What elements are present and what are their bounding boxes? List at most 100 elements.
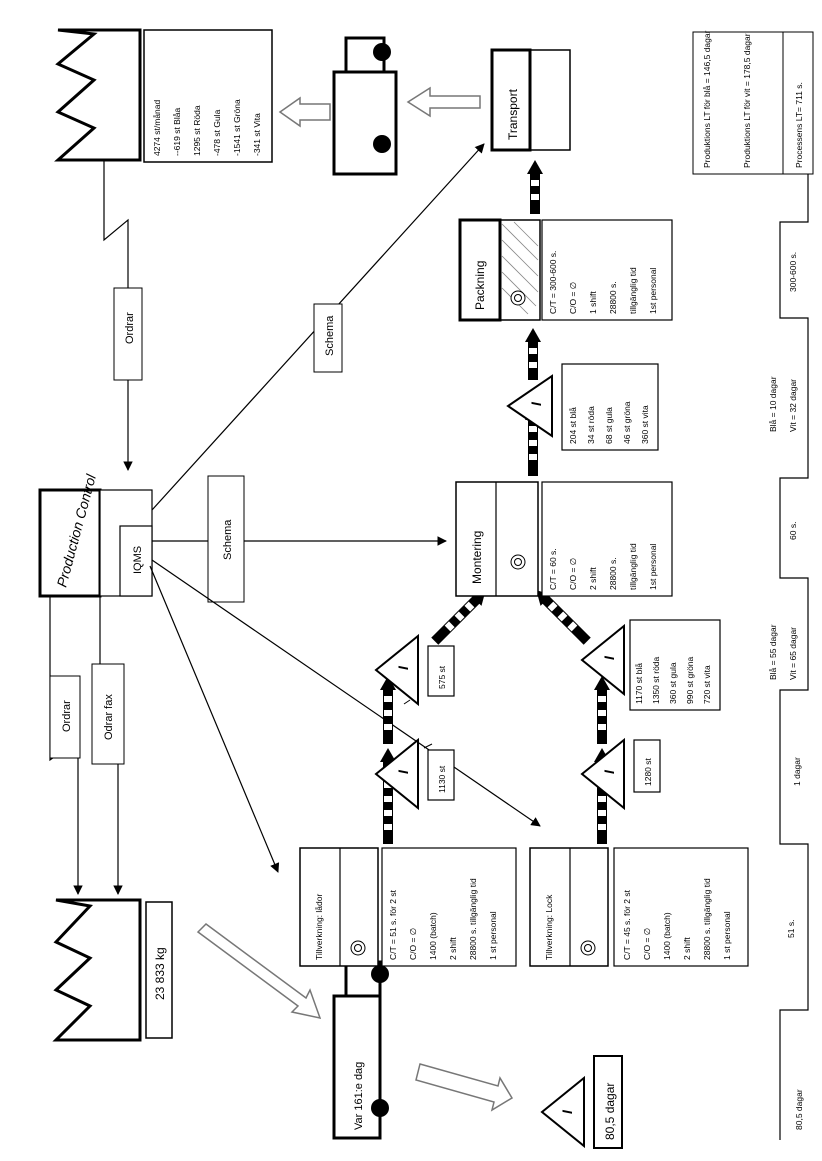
- customer-shipment-arrow: [278, 96, 331, 128]
- svg-text:34 st röda: 34 st röda: [586, 406, 596, 444]
- svg-text:46 st gröna: 46 st gröna: [622, 401, 632, 444]
- push-arrow-packning-transport: [527, 160, 543, 214]
- svg-text:C/O = ∅: C/O = ∅: [568, 557, 578, 590]
- customer-line-demand: 4274 st/månad: [152, 99, 162, 156]
- summary-process-lt: Processens LT= 711 s.: [794, 82, 804, 168]
- svg-text:I: I: [528, 401, 544, 406]
- svg-text:990 st gröna: 990 st gröna: [685, 656, 695, 704]
- process-packning-name: Packning: [473, 261, 487, 310]
- svg-text:tillgänglig tid: tillgänglig tid: [628, 267, 638, 314]
- schema-transport-label: Schema: [313, 303, 343, 373]
- transport-box: Transport: [490, 48, 571, 152]
- svg-text:C/T = 300-600 s.: C/T = 300-600 s.: [548, 251, 558, 314]
- ordrar-supplier-label: Ordrar: [49, 675, 81, 759]
- svg-text:I: I: [395, 769, 411, 774]
- svg-text:I: I: [395, 665, 411, 670]
- push-arrow-ladar-montering: [431, 590, 486, 645]
- timeline-ladar: 51 s.: [786, 920, 796, 938]
- process-montering: Montering: [455, 481, 539, 597]
- svg-text:1st personal: 1st personal: [648, 544, 658, 590]
- process-lock: Tillverkning: Lock: [529, 847, 609, 967]
- transport-shipment-arrow: [406, 86, 481, 118]
- supplier-weight: 23 833 kg: [153, 947, 167, 1000]
- iqms-label: IQMS: [132, 546, 144, 574]
- raw-inventory-triangle: I: [540, 1075, 585, 1149]
- process-montering-data: C/T = 60 s. C/O = ∅ 2 shift 28800 s. til…: [541, 481, 673, 597]
- svg-text:1130 st: 1130 st: [437, 765, 447, 793]
- customer-line-grona: -1541 st Gröna: [232, 99, 242, 156]
- svg-text:1350 st röda: 1350 st röda: [651, 656, 661, 704]
- lead-time-summary: Produktions LT för blå = 146,5 dagar Pro…: [692, 30, 814, 175]
- svg-text:I: I: [601, 655, 617, 660]
- customer-factory-icon: [54, 28, 142, 162]
- svg-text:1400 (batch): 1400 (batch): [428, 912, 438, 960]
- process-ladar-name: Tillverkning: lådor: [314, 894, 324, 960]
- timeline-line: [779, 174, 809, 1140]
- svg-text:1 st personal: 1 st personal: [722, 911, 732, 960]
- customer-data-box: 4274 st/månad --619 st Blåa 1295 st Röda…: [143, 29, 273, 163]
- svg-text:tillgänglig tid: tillgänglig tid: [628, 543, 638, 590]
- customer-line-gula: -478 st Gula: [212, 109, 222, 156]
- production-control-box: Production Control IQMS: [38, 472, 153, 598]
- svg-text:Ordrar: Ordrar: [61, 700, 73, 732]
- svg-text:80,5 dagar: 80,5 dagar: [603, 1083, 617, 1140]
- push-arrow-ladar-2: [380, 676, 396, 744]
- svg-text:360 st vita: 360 st vita: [640, 405, 650, 444]
- svg-text:I: I: [559, 1109, 575, 1114]
- transport-label: Transport: [506, 88, 520, 140]
- supplier-data-box: 23 833 kg: [145, 901, 173, 1039]
- svg-text:575 st: 575 st: [437, 665, 447, 689]
- svg-text:1280 st: 1280 st: [643, 757, 653, 786]
- customer-line-bla: --619 st Blåa: [172, 108, 182, 156]
- supplier-shipment-arrow: [196, 923, 322, 1020]
- odrar-fax-label: Odrar fax: [91, 663, 125, 765]
- svg-text:Schema: Schema: [222, 519, 234, 560]
- svg-text:I: I: [601, 769, 617, 774]
- svg-text:C/O = ∅: C/O = ∅: [642, 927, 652, 960]
- ordrar-customer-label: Ordrar: [113, 287, 143, 381]
- inventory-ladar-2: I 575 st: [374, 633, 455, 707]
- svg-text:C/T = 51 s. för 2 st: C/T = 51 s. för 2 st: [388, 889, 398, 960]
- raw-inventory-label: 80,5 dagar: [593, 1055, 623, 1149]
- svg-text:1st personal: 1st personal: [648, 268, 658, 314]
- process-ladar: Tillverkning: lådor: [299, 847, 379, 967]
- svg-text:720 st vita: 720 st vita: [702, 665, 712, 704]
- svg-text:Odrar fax: Odrar fax: [103, 694, 115, 740]
- svg-text:C/O = ∅: C/O = ∅: [568, 281, 578, 314]
- customer-truck-icon: [332, 36, 398, 176]
- process-packning-data: C/T = 300-600 s. C/O = ∅ 1 shift 28800 s…: [541, 219, 673, 321]
- svg-text:1170 st blå: 1170 st blå: [634, 663, 644, 704]
- raw-shipment-arrow: [415, 1063, 514, 1112]
- inventory-ladar-1: I 1130 st: [374, 737, 455, 811]
- schedule-lock-line: [151, 559, 541, 827]
- svg-text:68 st gula: 68 st gula: [604, 407, 614, 444]
- timeline-wait-3a: Blå = 10 dagar: [768, 376, 778, 432]
- supplier-factory-icon: [52, 898, 142, 1042]
- svg-text:2 shift: 2 shift: [448, 937, 458, 960]
- schema-montering-label: Schema: [207, 475, 245, 603]
- svg-text:1400 (batch): 1400 (batch): [662, 912, 672, 960]
- process-montering-name: Montering: [470, 531, 484, 584]
- svg-text:204 st blå: 204 st blå: [568, 407, 578, 444]
- timeline-packning: 300-600 s.: [788, 252, 798, 292]
- truck-frequency-label: Var 161:e dag: [353, 1062, 365, 1130]
- svg-text:28800 s. tillgänglig tid: 28800 s. tillgänglig tid: [702, 878, 712, 960]
- svg-text:28800 s.: 28800 s.: [608, 281, 618, 314]
- process-lock-data: C/T = 45 s. för 2 st C/O = ∅ 1400 (batch…: [613, 847, 749, 967]
- summary-lt-vit: Produktions LT för vit = 178,5 dagar: [742, 33, 752, 168]
- timeline-wait-2b: Vit = 65 dagar: [788, 627, 798, 680]
- inventory-lock-1: I 1280 st: [580, 737, 661, 811]
- svg-text:C/T = 60 s.: C/T = 60 s.: [548, 548, 558, 590]
- inventory-lock-2: I 1170 st blå 1350 st röda 360 st gula 9…: [580, 619, 721, 711]
- process-ladar-data: C/T = 51 s. för 2 st C/O = ∅ 1400 (batch…: [381, 847, 517, 967]
- timeline-wait-3b: Vit = 32 dagar: [788, 379, 798, 432]
- supplier-truck-icon: Var 161:e dag: [332, 960, 389, 1140]
- customer-line-vita: -341 st Vita: [252, 113, 262, 156]
- svg-text:C/T = 45 s. för 2 st: C/T = 45 s. för 2 st: [622, 889, 632, 960]
- timeline-raw: 80,5 dagar: [794, 1089, 804, 1130]
- svg-text:C/O = ∅: C/O = ∅: [408, 927, 418, 960]
- timeline-wait-2a: Blå = 55 dagar: [768, 624, 778, 680]
- process-packning: Packning: [458, 218, 541, 322]
- process-lock-name: Tillverkning: Lock: [544, 894, 554, 960]
